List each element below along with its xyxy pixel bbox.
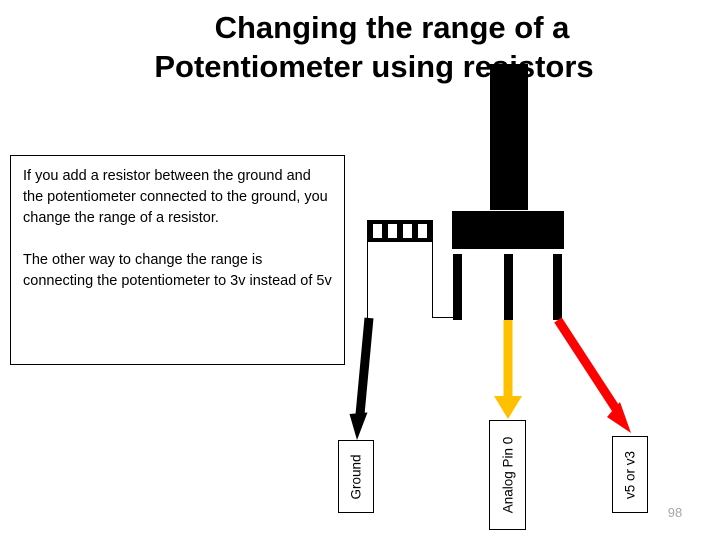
- voltage-arrow: [554, 317, 631, 433]
- potentiometer-leg-middle: [504, 254, 513, 320]
- explanation-paragraph-2: The other way to change the range is con…: [23, 252, 332, 289]
- label-ground-text: Ground: [348, 453, 364, 500]
- label-v5-v3: v5 or v3: [612, 436, 648, 513]
- label-ground: Ground: [338, 440, 374, 513]
- ground-arrow: [349, 317, 374, 440]
- potentiometer-shaft: [490, 64, 528, 210]
- wire-resistor-to-ground: [367, 242, 368, 320]
- potentiometer-leg-right: [553, 254, 562, 320]
- title-line-2: Potentiometer using resistors: [154, 49, 594, 84]
- title-line-1: Changing the range of a: [214, 10, 570, 45]
- analog-pin-arrow: [494, 320, 522, 419]
- explanation-paragraph-1: If you add a resistor between the ground…: [23, 168, 328, 226]
- explanation-textbox-body: If you add a resistor between the ground…: [11, 156, 344, 292]
- resistor-band-3: [403, 224, 412, 238]
- label-analog-pin0: Analog Pin 0: [489, 420, 526, 530]
- resistor-symbol: [367, 220, 433, 242]
- label-analog-pin0-text: Analog Pin 0: [500, 436, 515, 514]
- wire-resistor-to-leg-vert: [432, 242, 433, 318]
- page-title: Changing the range of a Potentiometer us…: [18, 8, 712, 86]
- resistor-band-2: [388, 224, 397, 238]
- wire-resistor-to-leg-horz: [432, 317, 457, 318]
- potentiometer-body: [452, 211, 564, 249]
- resistor-band-1: [373, 224, 382, 238]
- explanation-textbox: If you add a resistor between the ground…: [10, 155, 345, 365]
- page-number: 98: [667, 505, 683, 520]
- label-v5-v3-text: v5 or v3: [622, 450, 638, 499]
- potentiometer-leg-left: [453, 254, 462, 320]
- resistor-band-4: [418, 224, 427, 238]
